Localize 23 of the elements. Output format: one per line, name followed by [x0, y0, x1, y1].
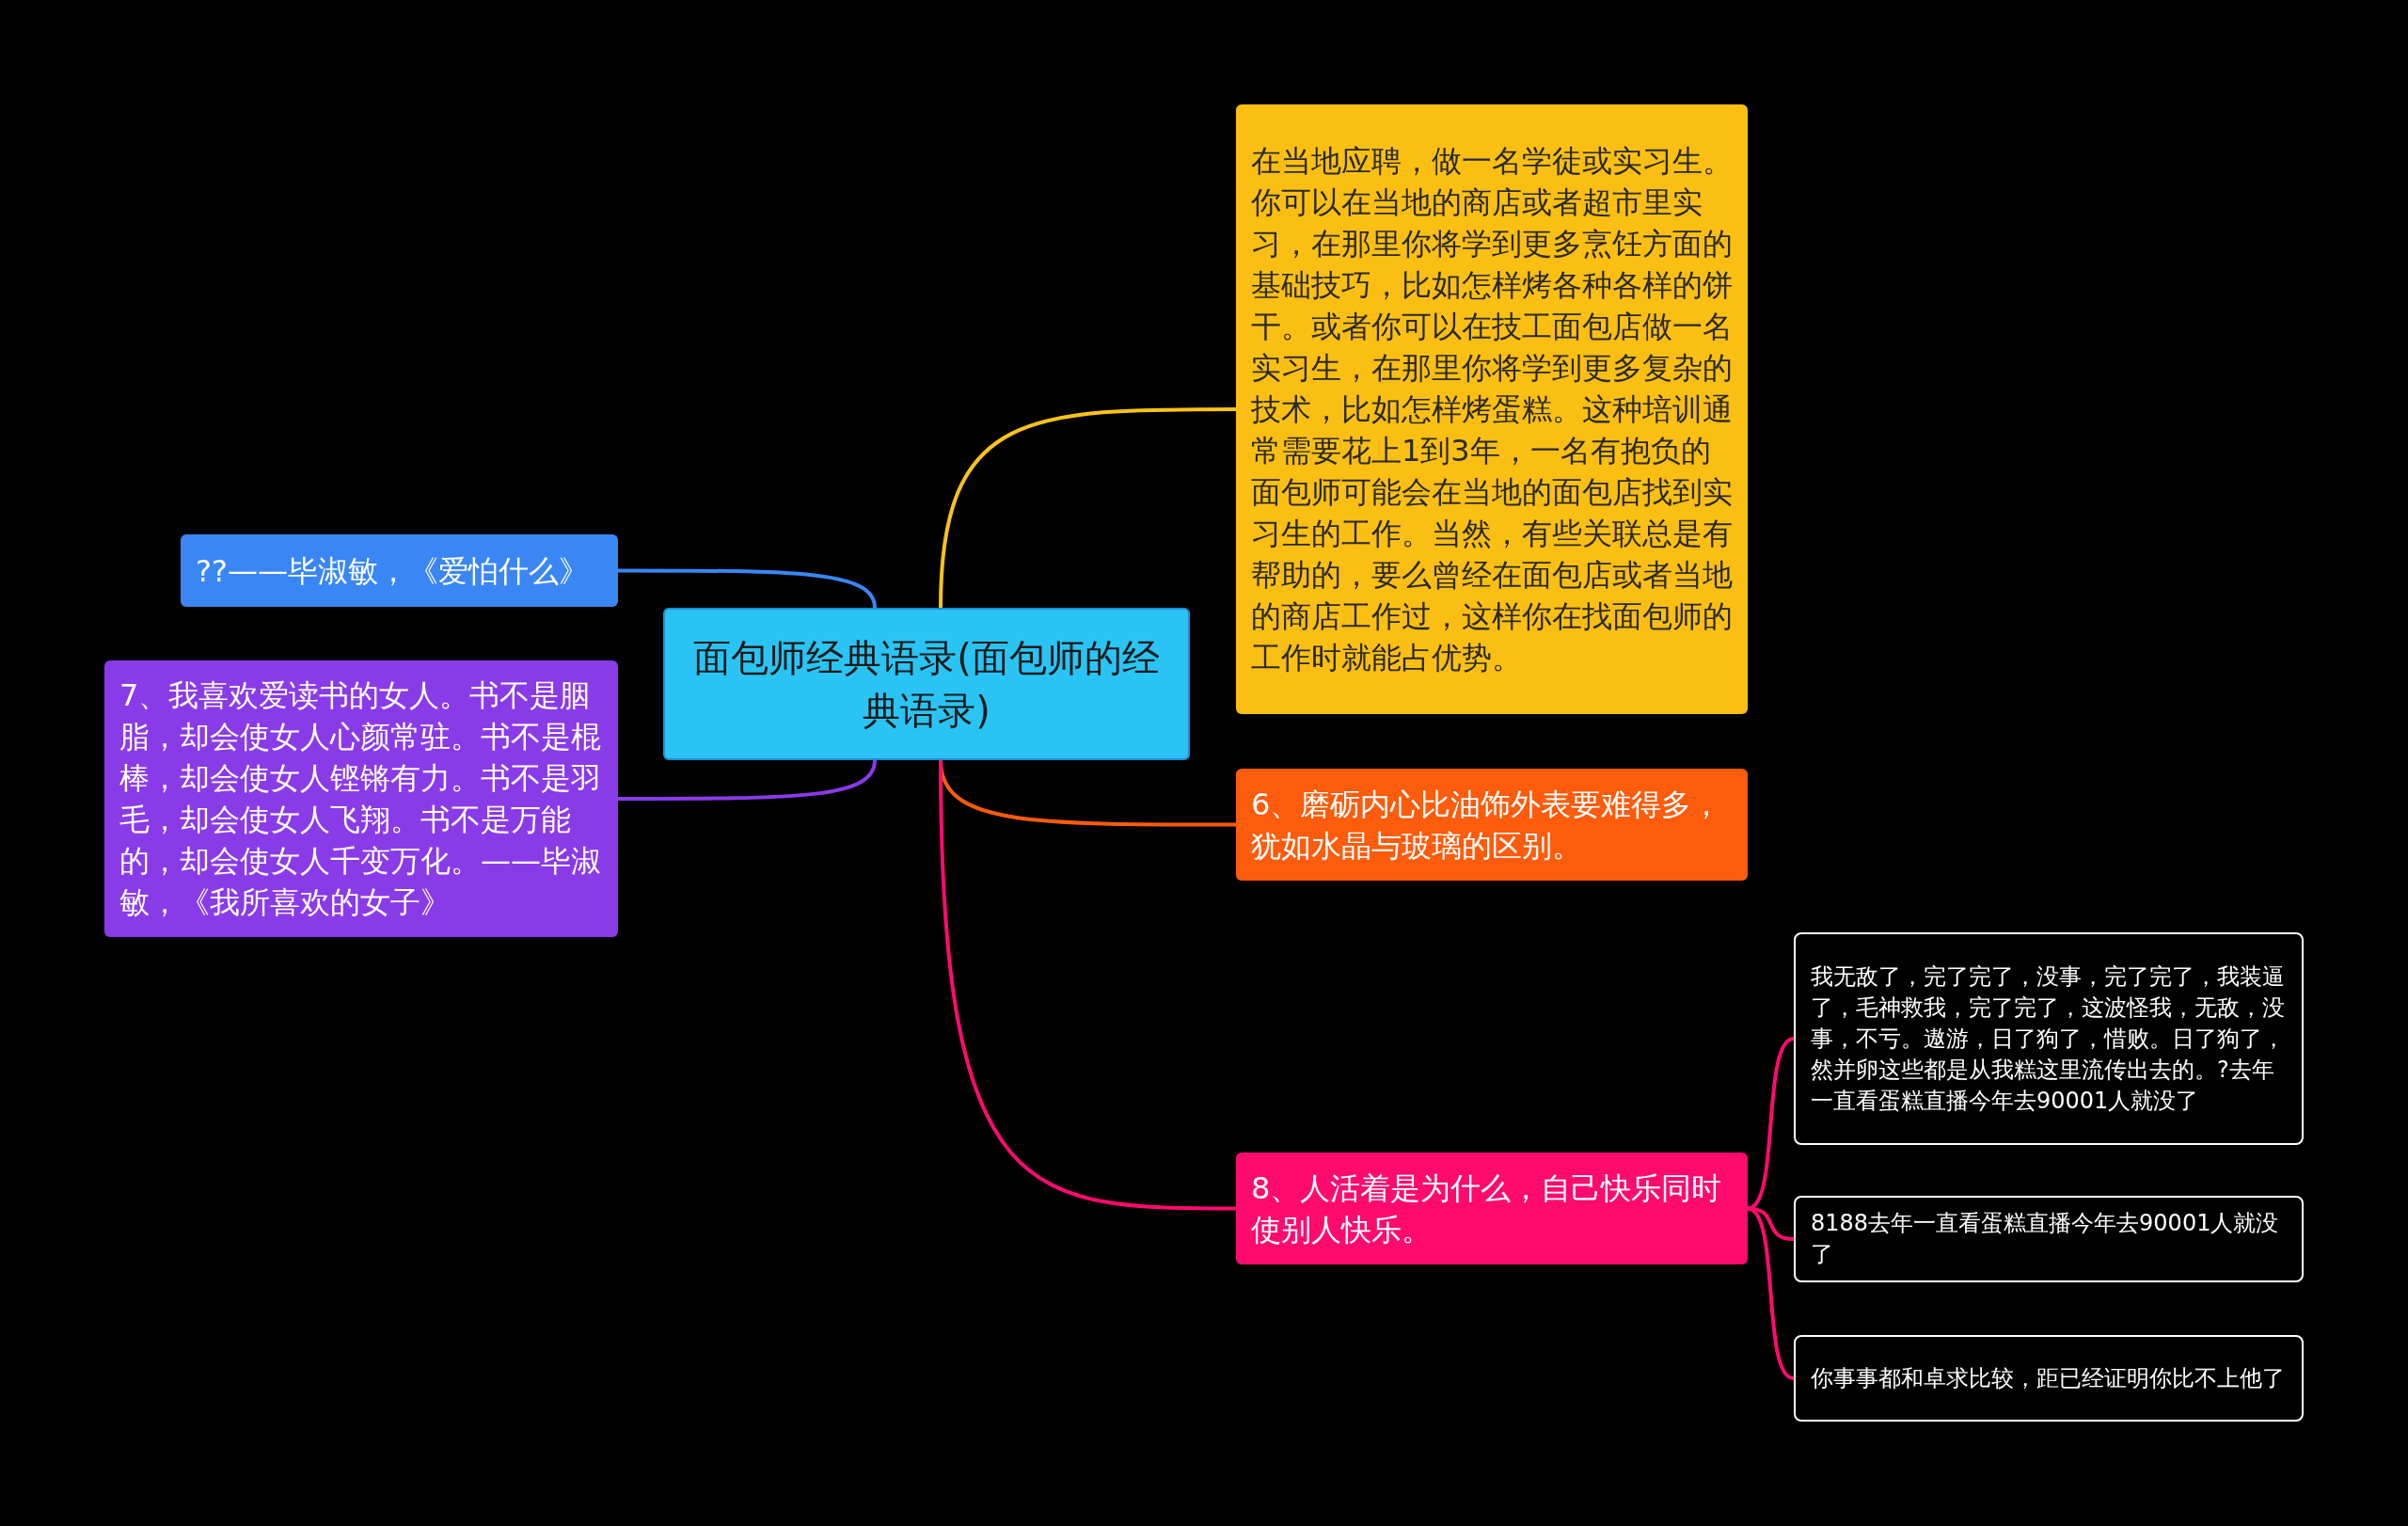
subtopic-box — [1794, 932, 2304, 1145]
topic-text: 面包师经典语录(面包师的经典语录) — [692, 635, 1161, 734]
central-topic-box — [663, 608, 1190, 760]
topic-text: 6、磨砺内心比油饰外表要难得多，犹如水晶与玻璃的区别。 — [1251, 785, 1723, 866]
topic-box — [1236, 1152, 1748, 1264]
connector-line — [618, 759, 877, 801]
subtopic-box — [1794, 1196, 2304, 1282]
topic-box — [1236, 104, 1748, 714]
topic-text: 8188去年一直看蛋糕直播今年去90001人就没了 — [1811, 1209, 2280, 1269]
topic-text: 你事事都和卓求比较，距已经证明你比不上他了 — [1811, 1363, 2286, 1393]
topic-text: 在当地应聘，做一名学徒或实习生。你可以在当地的商店或者超市里实习，在那里你将学到更多烹饪方面的基础技巧，比如怎样烤各种各样的饼干。或者你可以在技工面包店做一名实习生，在那里你将学到更多复杂的技术，比如怎样烤蛋糕。这种培训通常需要花上1到3年，一名有抱负的面包师可能会在当地的面包店找到实习生的工作。当然，有些关联总是有帮助的，要么曾经在面包店或者当地的商店工作过，这样你在找面包师的工作时就能占优势。 — [1251, 142, 1733, 677]
connector-line — [939, 759, 1236, 1211]
topic-text: 8、人活着是为什么，自己快乐同时使别人快乐。 — [1251, 1168, 1723, 1249]
topic-box — [104, 660, 618, 937]
connector-line — [1747, 1206, 1795, 1380]
topic-box — [181, 534, 618, 607]
connector-line — [618, 568, 877, 609]
topic-box — [1236, 769, 1748, 881]
topic-text: 我无敌了，完了完了，没事，完了完了，我装逼了，毛神救我，完了完了，这波怪我，无敌，没事，不亏。遨游，日了狗了，惜败。日了狗了，然并卵这些都是从我糕这里流传出去的。?去年一直看蛋糕直播今年去90001人就没了 — [1811, 962, 2286, 1116]
topic-text: 7、我喜欢爱读书的女人。书不是胭脂，却会使女人心颜常驻。书不是棍棒，却会使女人铿锵有力。书不是羽毛，却会使女人飞翔。书不是万能的，却会使女人千变万化。——毕淑敏，《我所喜欢的女子》 — [119, 676, 602, 922]
connector-line — [939, 407, 1236, 609]
subtopic-box — [1794, 1335, 2304, 1422]
topic-text: ??——毕淑敏，《爱怕什么》 — [196, 551, 590, 591]
